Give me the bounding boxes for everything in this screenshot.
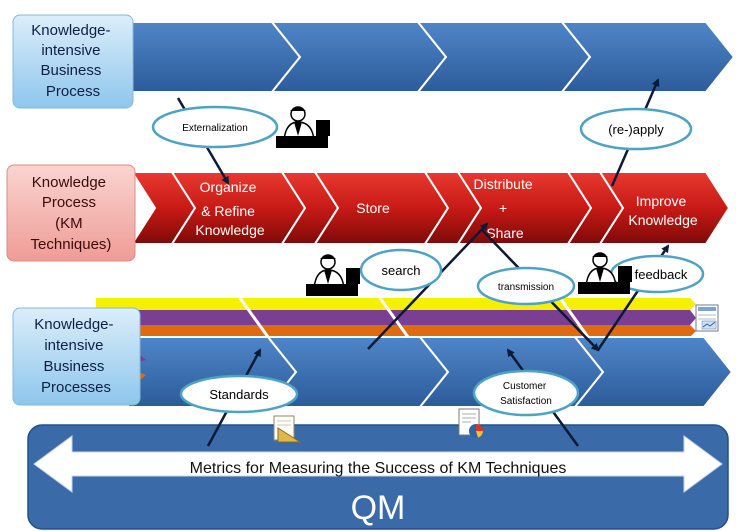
metrics-label: Metrics for Measuring the Success of KM …: [190, 460, 567, 477]
km-step-improve-label: Improve Knowledge: [628, 193, 697, 228]
qm-panel: Metrics for Measuring the Success of KM …: [27, 424, 729, 530]
person-at-desk-icon: [578, 252, 632, 294]
km-row-label-box: Knowledge Process (KM Techniques): [6, 164, 136, 262]
oval-search: search: [359, 248, 443, 292]
top-process-chevrons: [121, 21, 736, 93]
metrics-double-arrow: [33, 435, 723, 493]
person-at-desk-icon: [276, 106, 330, 148]
top-chevron-1: [121, 21, 302, 93]
oval-transmission: transmission: [476, 266, 576, 306]
bottom-chevron-4: [572, 336, 734, 408]
stripe-purple: [96, 310, 696, 325]
document-ruler-icon: [273, 415, 302, 443]
svg-text:transmission: transmission: [498, 282, 554, 293]
oval-customer-satisfaction: Customer Satisfaction: [472, 369, 580, 417]
top-row-label: Knowledge- intensive Business Process: [31, 22, 114, 100]
search-arrow: [367, 222, 489, 350]
oval-reapply: (re-)apply: [579, 107, 693, 151]
qm-title: QM: [351, 489, 406, 527]
km-process-chevrons: [130, 171, 731, 245]
person-at-desk-icon: [306, 254, 360, 296]
oval-standards: Standards: [179, 374, 299, 414]
bottom-row-label: Knowledge- intensive Business Processes: [34, 316, 117, 396]
km-step-store-label: Store: [356, 200, 390, 216]
bottom-row-label-box: Knowledge- intensive Business Processes: [12, 307, 141, 406]
svg-text:Standards: Standards: [209, 387, 269, 402]
stripe-yellow: [96, 298, 696, 310]
spreadsheet-chart-icon: [695, 304, 719, 332]
km-step-organize-label: Organize & Refine Knowledge: [195, 179, 264, 238]
stripe-orange: [96, 325, 696, 337]
oval-externalization: Externalization: [151, 105, 279, 149]
report-pie-chart-icon: [458, 408, 483, 438]
process-stripes: [96, 297, 696, 338]
svg-text:feedback: feedback: [635, 267, 688, 282]
top-chevron-4: [559, 21, 736, 93]
svg-text:Externalization: Externalization: [182, 123, 248, 134]
km-step-distribute-label: Distribute + Share: [473, 176, 536, 241]
svg-text:Customer Satisfaction: Customer Satisfaction: [500, 381, 552, 407]
svg-text:search: search: [381, 263, 420, 278]
svg-text:(re-)apply: (re-)apply: [608, 122, 664, 137]
top-row-label-box: Knowledge- intensive Business Process: [12, 14, 134, 109]
km-row-label: Knowledge Process (KM Techniques): [31, 174, 112, 253]
km-chevron-improve: [598, 171, 731, 245]
